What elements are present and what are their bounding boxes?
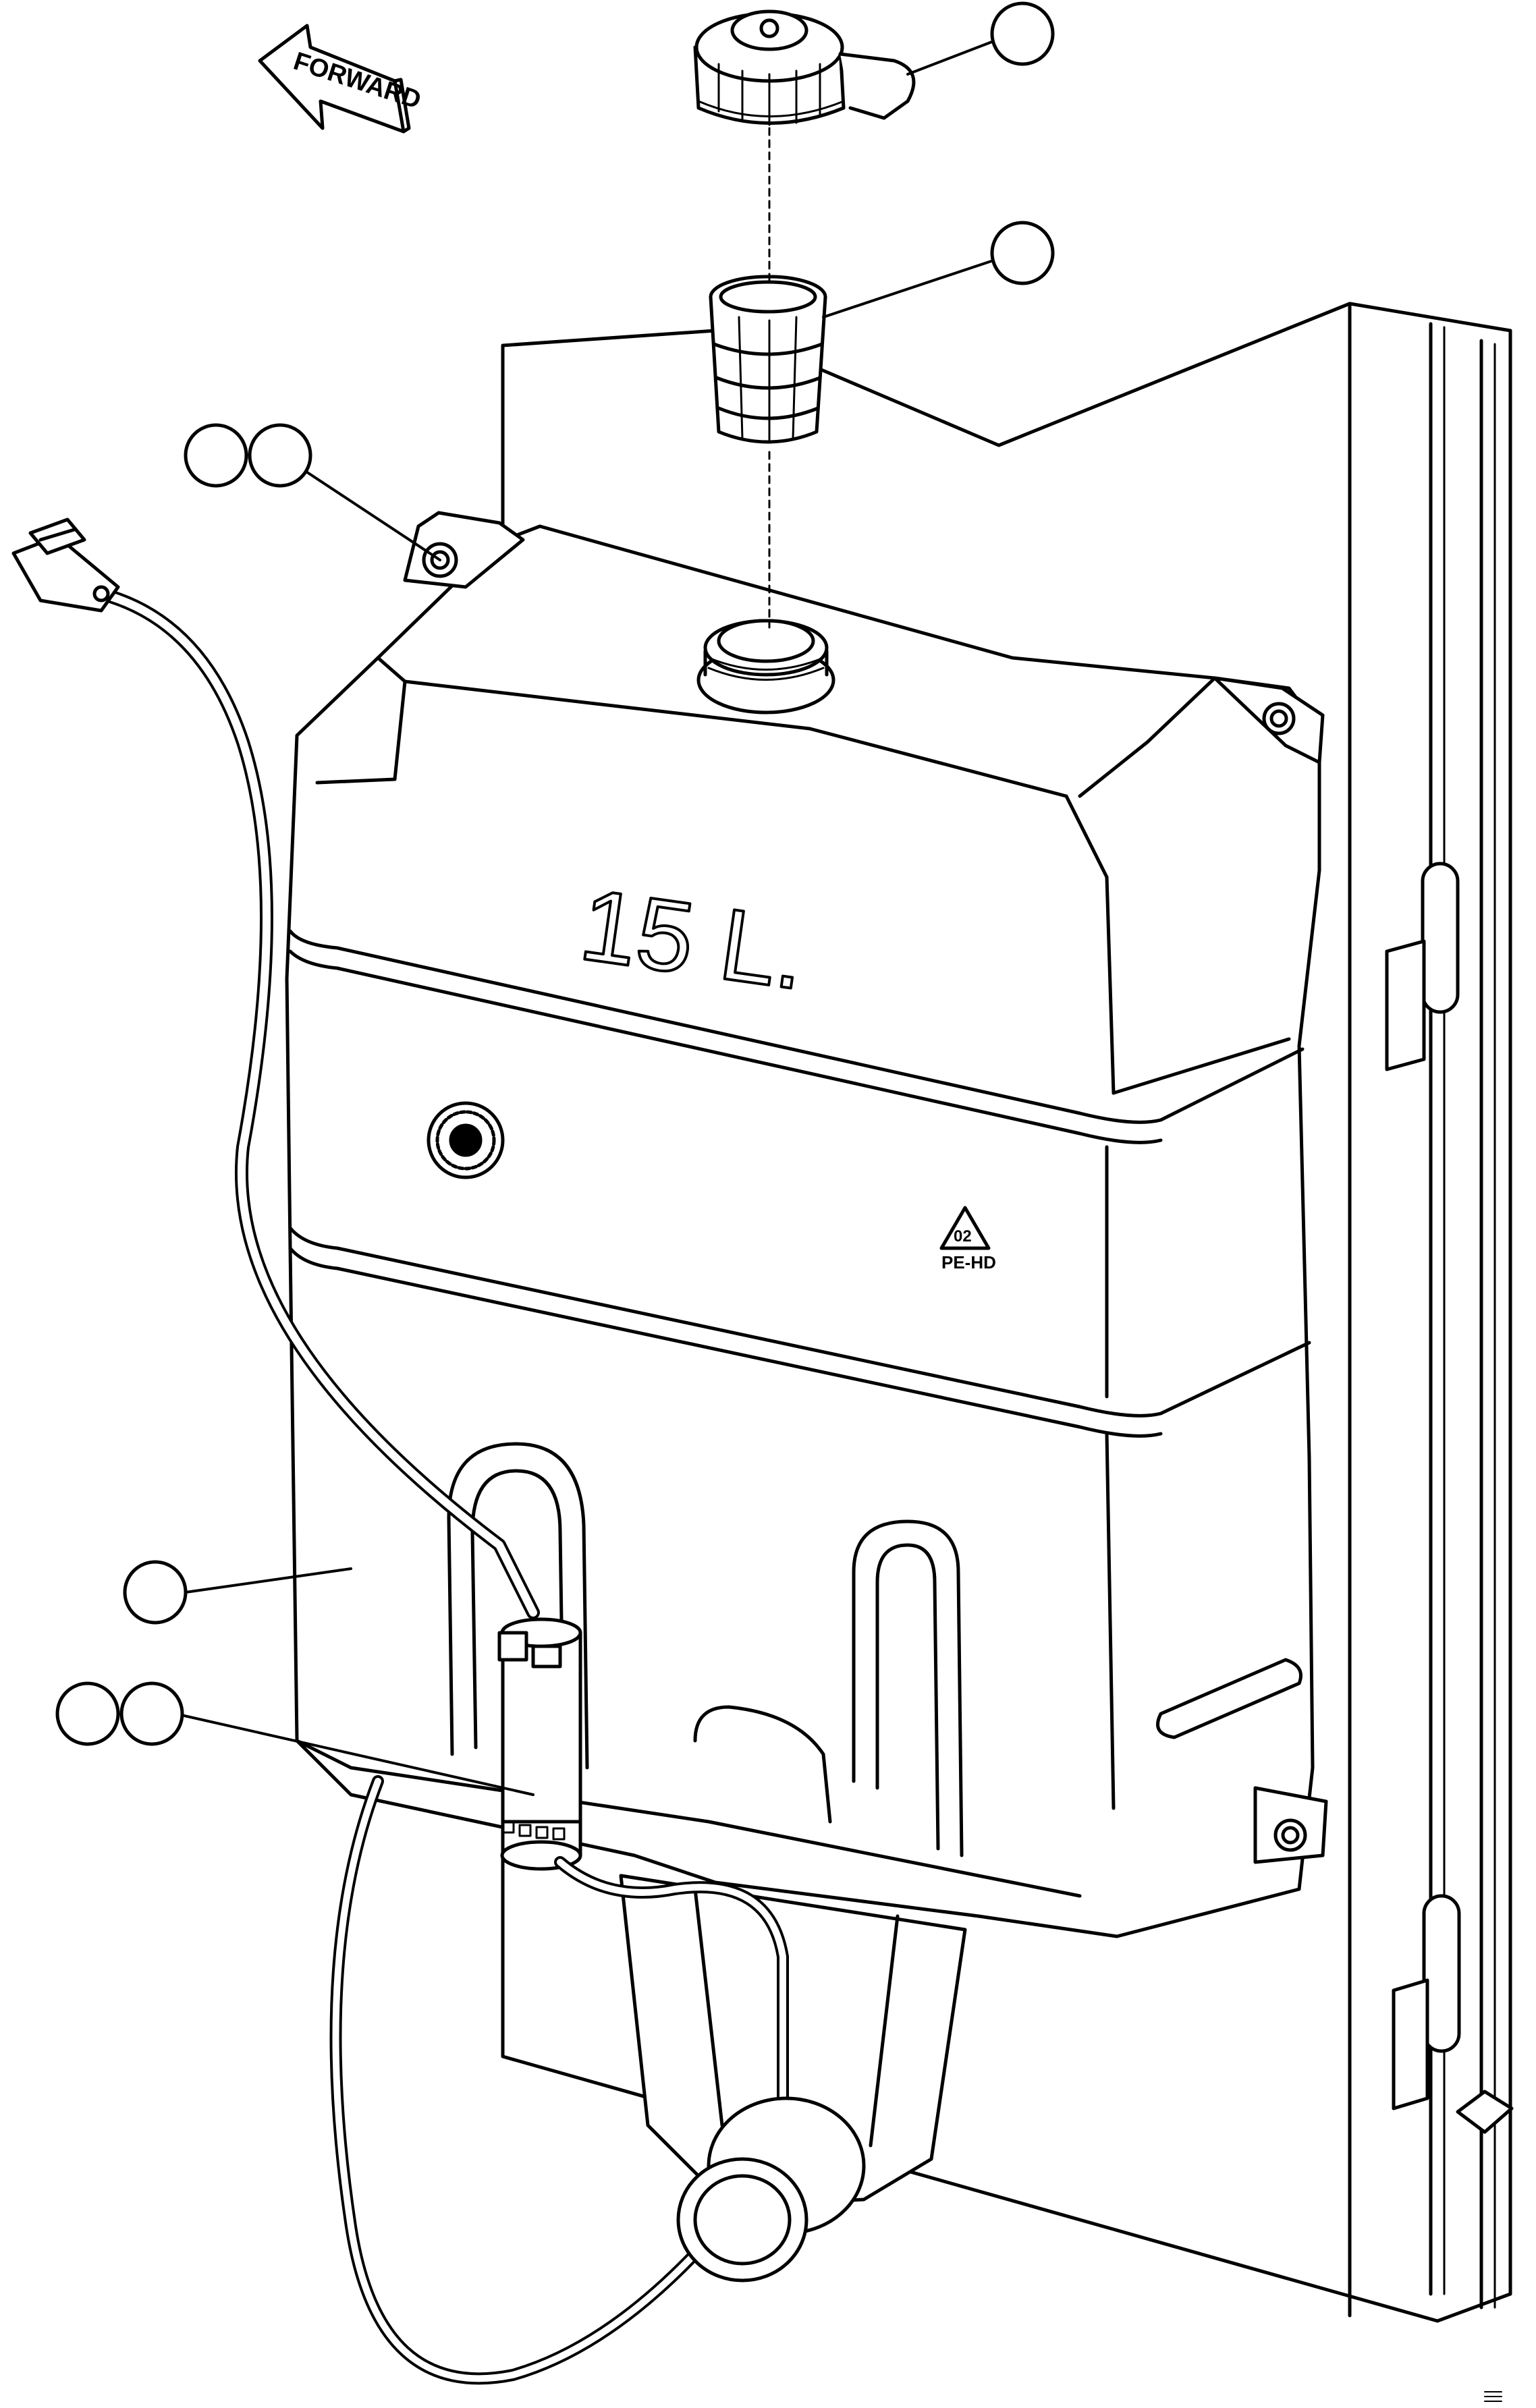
- forward-arrow: FORWARD: [258, 24, 424, 134]
- washer-tank: [285, 524, 1321, 1938]
- filler-neck: [696, 619, 835, 715]
- bolt-callout-b: [248, 423, 312, 488]
- strainer-callout: [990, 221, 1055, 285]
- hinge-upper: [1385, 862, 1460, 1071]
- cap-callout: [990, 1, 1055, 66]
- cable-connector: [11, 517, 120, 613]
- pump-callout-b: [119, 1681, 184, 1746]
- recycling-symbol: 02 PE-HD: [939, 1206, 996, 1272]
- recycle-code: 02: [954, 1227, 972, 1245]
- tank-ear-upper-right: [1213, 676, 1325, 764]
- leader-lines: [174, 39, 997, 1796]
- tank-ear-lower-right: [1253, 1786, 1328, 1864]
- filler-cap: [693, 9, 916, 126]
- washer-pump: [497, 1617, 582, 1871]
- pump-callout-a: [55, 1681, 120, 1746]
- tank-ear-upper-left: [403, 511, 525, 589]
- lower-bracket: [619, 1874, 967, 2208]
- callout-bubbles: [55, 1, 1055, 1746]
- pump-cable: [94, 587, 540, 1619]
- corner-mark: [1484, 2391, 1502, 2402]
- washer-hose: [329, 1775, 789, 2385]
- material-label: PE-HD: [941, 1252, 996, 1272]
- hinge-lower: [1392, 1894, 1514, 2134]
- tank-callout: [123, 1560, 188, 1625]
- drain-grommet: [676, 2096, 866, 2283]
- strainer: [709, 275, 827, 444]
- manufacturer-logo-mark: [427, 1101, 505, 1179]
- bolt-callout-a: [184, 423, 248, 488]
